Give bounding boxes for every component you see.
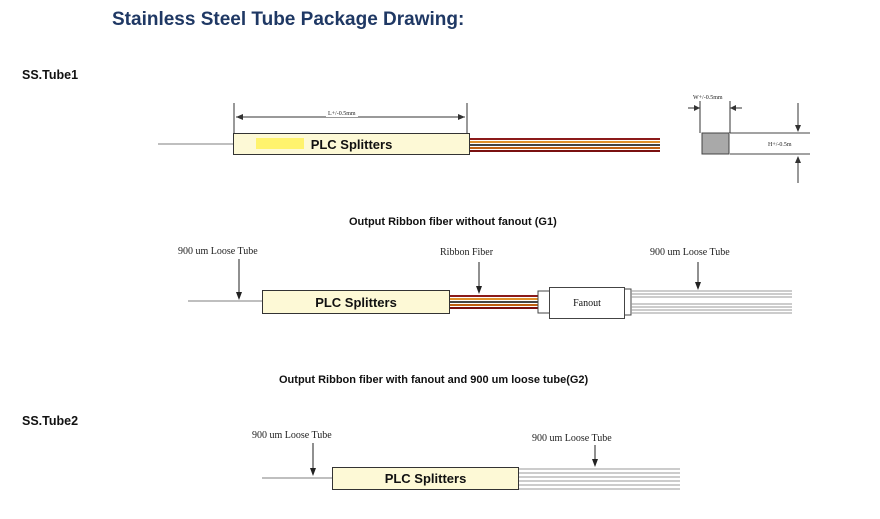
caption-g2: Output Ribbon fiber with fanout and 900 …	[279, 374, 589, 386]
fanout-label: Fanout	[573, 297, 601, 309]
section-label-ss-tube1: SS.Tube1	[22, 68, 79, 82]
loose-tube-label-g1-left: 900 um Loose Tube	[178, 246, 258, 257]
plc-splitter-box-g1: PLC Splitters	[262, 290, 450, 314]
loose-tube-label-tube2-right: 900 um Loose Tube	[532, 433, 612, 444]
section-label-ss-tube2: SS.Tube2	[22, 414, 79, 428]
height-dimension-label: H+/-0.5m	[768, 142, 792, 148]
ribbon-fiber-tube1	[470, 138, 660, 152]
loose-tube-bundle-tube2	[519, 468, 680, 490]
loose-tube-label-tube2-left: 900 um Loose Tube	[252, 430, 332, 441]
yellow-highlight-mark	[256, 138, 304, 149]
plc-splitter-label: PLC Splitters	[310, 136, 393, 152]
caption-g1: Output Ribbon fiber without fanout (G1)	[349, 216, 557, 228]
ribbon-fiber-g1	[450, 295, 540, 309]
plc-splitter-label: PLC Splitters	[384, 471, 467, 486]
loose-tube-bundle-g1	[631, 290, 792, 314]
plc-splitter-label: PLC Splitters	[315, 294, 397, 310]
ribbon-fiber-label: Ribbon Fiber	[440, 247, 494, 258]
loose-tube-label-g1-right: 900 um Loose Tube	[650, 247, 730, 258]
width-dimension-label: W+/-0.5mm	[693, 95, 723, 101]
page-title: Stainless Steel Tube Package Drawing:	[112, 9, 465, 30]
length-dimension-label: L+/-0.5mm	[326, 111, 358, 117]
plc-splitter-box-tube2: PLC Splitters	[332, 467, 519, 490]
fanout-box: Fanout	[549, 287, 625, 319]
